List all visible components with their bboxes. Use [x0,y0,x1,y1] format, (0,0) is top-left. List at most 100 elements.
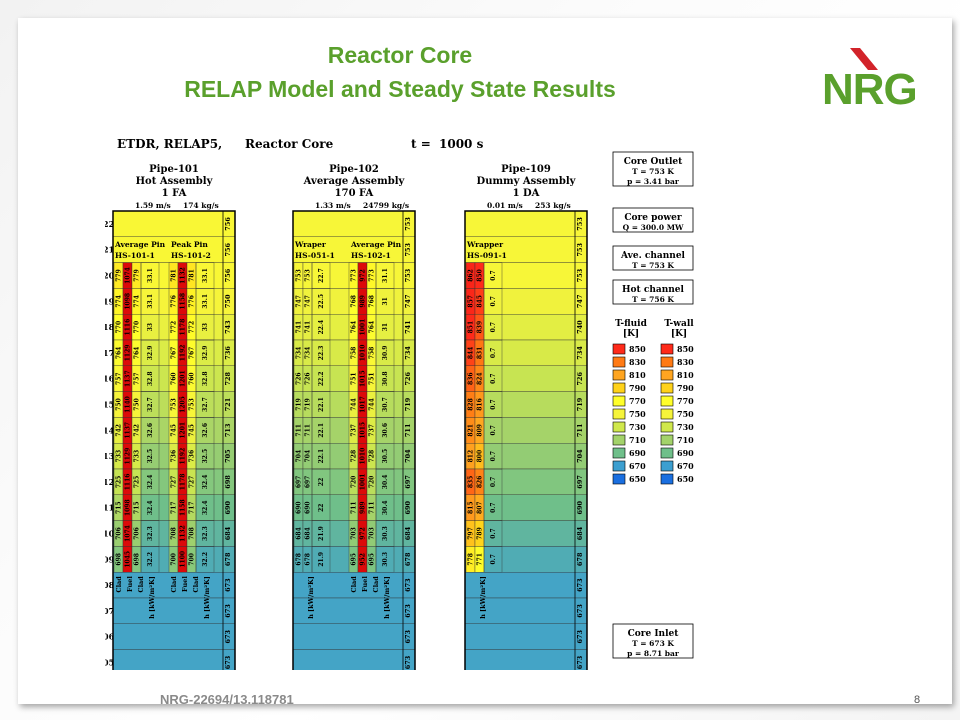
avg-pin-clad-inner-value-8: 720 [369,476,376,489]
dummy-t1-value-6: 821 [468,424,475,437]
hot-peak-clad-value-0: 781 [171,269,178,282]
legend-wall-swatch-670 [660,460,674,472]
fluid-cell-1-0 [292,210,416,237]
hot-peak-clad-inner-value-4: 760 [189,372,196,385]
fluid-temp-0-0: 756 [224,217,232,231]
dummy-t2-value-6: 809 [477,424,484,437]
fluid-cell-0-15 [112,597,236,624]
avg-pin-clad-inner-value-10: 703 [369,527,376,540]
hot-avg-clad-inner-value-8: 725 [134,476,141,489]
dummy-flux-value-0: 0.7 [490,270,497,280]
level-label-12: 12 [105,477,114,487]
assembly-name-2: Pipe-109 [501,164,551,175]
hot-avg-clad-inner-value-11: 698 [134,553,141,566]
fluid-temp-2-5: 734 [576,346,584,360]
avg-pin-clad-inner-value-9: 711 [369,501,376,514]
avg-wrap-t1-value-5: 719 [296,398,303,411]
legend-fluid-swatch-730 [612,421,626,433]
hot-peak-fuel-value-2: 1178 [180,319,187,336]
hot-avg-clad-inner-value-5: 750 [134,398,141,411]
fluid-cell-1-17 [292,649,416,670]
level-label-20: 20 [105,271,115,281]
fluid-temp-1-13: 678 [404,552,412,566]
hot-peak-flux-value-8: 32.4 [202,475,209,490]
avg-pin-clad-value-1: 768 [351,295,358,308]
fluid-cell-2-17 [464,649,588,670]
hot-avg-clad-value-11: 698 [116,553,123,566]
avg-pin-clad-inner-value-6: 737 [369,424,376,437]
hot-peak-clad-value-10: 708 [171,527,178,540]
legend-wall-value-830: 830 [677,357,694,367]
avg-pin-flux-value-8: 30.4 [382,475,389,490]
level-label-21: 21 [105,245,114,255]
dummy-t2-value-10: 789 [477,527,484,540]
assembly-count-0: 1 FA [162,188,187,199]
hot-peak-lower-label-0: Clad [170,576,178,593]
hot-avg-clad-inner-value-7: 733 [134,450,141,463]
fluid-temp-2-10: 697 [576,475,584,489]
avg-pin-fuel-value-4: 1015 [360,370,367,387]
avg-pin-flux-value-9: 30.4 [382,500,389,515]
hot-avg-fuel-value-3: 1129 [125,345,132,362]
dummy-flux-value-10: 0.7 [490,528,497,538]
avg-wrap-t2-value-3: 734 [305,347,312,360]
legend-wall-swatch-770 [660,395,674,407]
avg-pin-clad-inner-value-7: 728 [369,450,376,463]
hot-avg-clad-value-5: 750 [116,398,123,411]
structure-label-2-0: Wrapper [466,240,504,249]
info-box-4 [612,623,694,659]
dummy-t1-value-1: 857 [468,295,475,308]
avg-pin-fuel-value-3: 1010 [360,345,367,362]
hot-peak-clad-inner-value-3: 767 [189,347,196,360]
info-box-title-1: Core power [624,213,682,223]
level-label-09: 09 [105,554,115,564]
level-label-14: 14 [105,425,115,435]
slide-title-line2: RELAP Model and Steady State Results [184,76,616,102]
hot-avg-clad-value-4: 757 [116,372,123,385]
hot-peak-flux-value-10: 32.3 [202,526,209,541]
structure-label-1-0: Wraper [294,240,327,249]
level-label-10: 10 [105,529,115,539]
hot-avg-fuel-value-9: 1098 [125,499,132,516]
legend-fluid-title: T-fluid [615,319,647,329]
hot-peak-fuel-value-10: 1132 [180,525,187,542]
assembly-count-2: 1 DA [513,188,540,199]
fluid-temp-1-9: 704 [404,449,412,463]
avg-pin-clad-inner-value-2: 764 [369,321,376,334]
level-label-16: 16 [105,374,115,384]
avg-wrap-flux-value-0: 22.7 [318,268,325,283]
avg-pin-lower-label-0: Clad [350,576,358,593]
fluid-temp-2-15: 673 [576,604,584,618]
dummy-t1-value-5: 828 [468,398,475,411]
level-label-06: 06 [105,632,115,642]
avg-wrap-flux-value-3: 22.3 [318,346,325,361]
hot-avg-flux-value-9: 32.4 [147,500,154,515]
avg-wrap-t2-value-5: 719 [305,398,312,411]
legend-wall-swatch-850 [660,343,674,355]
legend-fluid-swatch-670 [612,460,626,472]
fluid-cell-1-15 [292,597,416,624]
structure-label-1-1: Average Pin [350,240,402,249]
hot-peak-fuel-value-7: 1192 [180,448,187,465]
top-flow-2: 253 kg/s [535,201,571,210]
fluid-temp-0-10: 698 [224,475,232,489]
fluid-temp-1-17: 673 [404,655,412,669]
fluid-cell-0-0 [112,210,236,237]
top-flow-0: 174 kg/s [183,201,219,210]
legend-fluid-value-850: 850 [629,344,646,354]
hot-peak-fuel-value-9: 1158 [180,499,187,516]
avg-wrap-t2-value-11: 678 [305,553,312,566]
dummy-t2-value-9: 807 [477,501,484,514]
avg-pin-clad-inner-value-5: 744 [369,398,376,411]
assembly-outline-2 [464,210,588,670]
hot-peak-clad-inner-value-10: 708 [189,527,196,540]
hot-avg-fuel-value-2: 1116 [125,319,132,336]
legend-wall-swatch-650 [660,473,674,485]
hot-peak-flux-value-6: 32.6 [202,423,209,438]
info-box-2 [612,245,694,271]
hot-avg-fuel-value-4: 1137 [125,370,132,387]
avg-wrap-t1-value-10: 684 [296,527,303,540]
avg-wrap-flux-cell-11 [311,546,331,573]
hot-peak-fuel-value-11: 1100 [180,551,187,568]
